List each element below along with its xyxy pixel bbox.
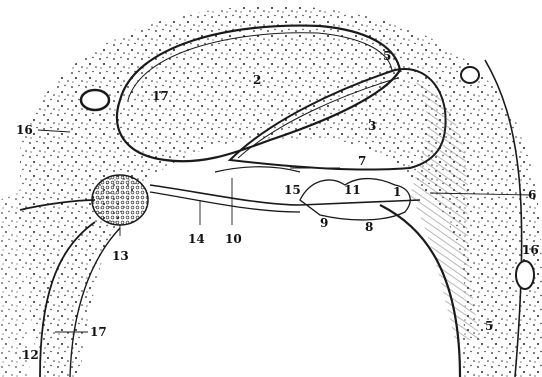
label-17-upper: 17 <box>152 89 169 103</box>
label-7: 7 <box>358 154 366 168</box>
tectorial-membrane <box>215 167 300 172</box>
label-6: 6 <box>528 188 536 202</box>
vessel-3 <box>516 261 534 289</box>
label-14: 14 <box>188 232 205 246</box>
label-2: 2 <box>253 73 261 87</box>
label-3: 3 <box>368 119 376 133</box>
label-15: 15 <box>284 183 301 197</box>
label-17-lower: 17 <box>90 325 107 339</box>
vessel-2 <box>461 67 479 83</box>
label-11: 11 <box>344 183 361 197</box>
vessel-1 <box>81 90 109 110</box>
spiral-ganglion <box>92 175 148 225</box>
label-10: 10 <box>225 232 242 246</box>
label-5-upper: 5 <box>383 49 391 63</box>
label-16-left: 16 <box>16 123 33 137</box>
label-1: 1 <box>393 185 401 199</box>
label-13: 13 <box>112 249 129 263</box>
label-8: 8 <box>365 220 373 234</box>
label-9: 9 <box>320 216 328 230</box>
label-12: 12 <box>22 348 39 362</box>
label-5-lower: 5 <box>485 319 493 333</box>
spiral-lamina <box>150 192 300 212</box>
label-16-right: 16 <box>522 243 539 257</box>
